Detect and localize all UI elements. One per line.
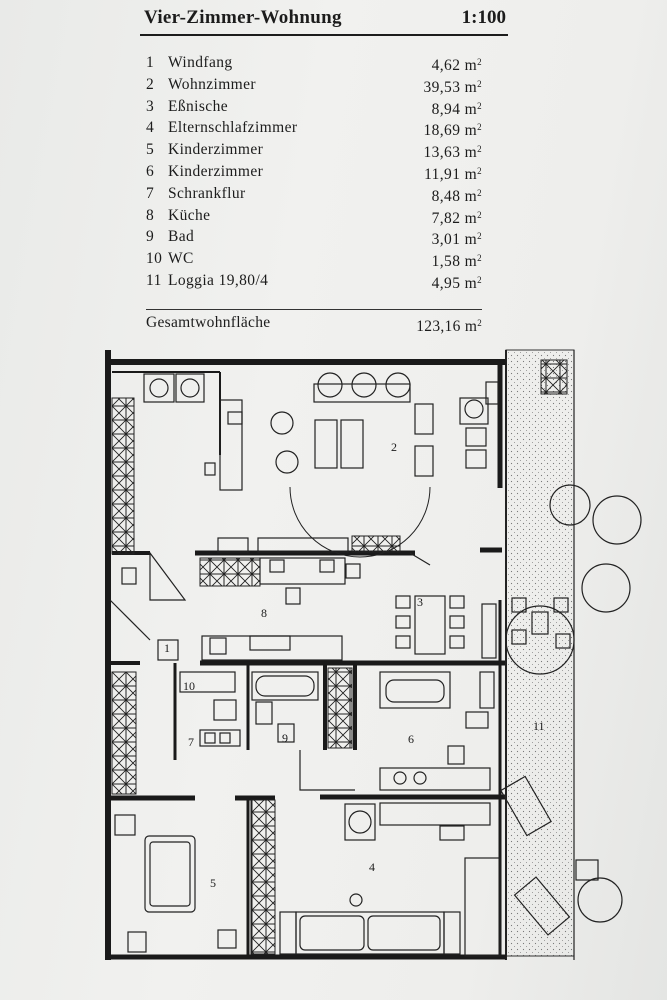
plan-label-1: 1 xyxy=(164,641,170,655)
plan-label-9: 9 xyxy=(282,731,288,745)
interior-walls xyxy=(110,371,505,957)
plan-label-4: 4 xyxy=(369,860,375,874)
loggia-cabinet xyxy=(540,359,568,395)
plan-label-5: 5 xyxy=(210,876,216,890)
plan-label-10: 10 xyxy=(183,679,195,693)
plan-label-2: 2 xyxy=(391,440,397,454)
kitchen-dining-furniture xyxy=(121,537,497,661)
plan-label-8: 8 xyxy=(261,606,267,620)
plan-label-6: 6 xyxy=(408,732,414,746)
total-divider xyxy=(146,309,482,310)
total-area-row: Gesamtwohnfläche 123,16 m2 xyxy=(146,312,482,335)
plan-label-7: 7 xyxy=(188,735,194,749)
exterior-walls xyxy=(105,350,506,960)
total-label: Gesamtwohnfläche xyxy=(146,314,271,331)
room-6-furniture xyxy=(379,671,495,791)
total-value: 123,16 m2 xyxy=(416,318,482,335)
room-4-furniture xyxy=(279,802,501,957)
living-room-furniture xyxy=(143,372,499,558)
built-in-wardrobes xyxy=(111,397,401,955)
loggia-floor xyxy=(505,349,575,957)
plan-title: Vier-Zimmer-Wohnung xyxy=(144,7,342,28)
loggia-furniture xyxy=(500,484,642,936)
room-5-furniture xyxy=(114,814,237,953)
plan-label-11: 11 xyxy=(533,719,545,733)
plan-label-3: 3 xyxy=(417,595,423,609)
bath-wc-fixtures xyxy=(109,599,355,791)
plan-scale: 1:100 xyxy=(461,7,506,28)
title-row: Vier-Zimmer-Wohnung 1:100 xyxy=(140,4,508,36)
